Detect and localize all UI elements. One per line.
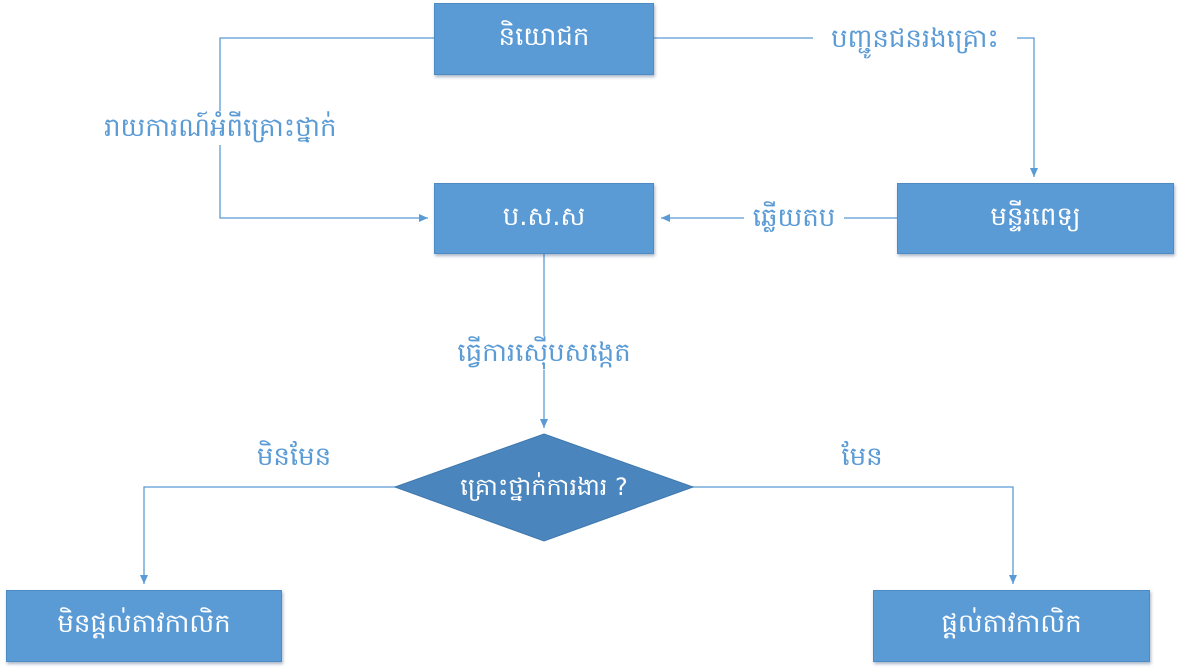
decision-diamond	[393, 433, 695, 542]
compensation-label: ផ្តល់តាវកាលិក	[941, 609, 1082, 639]
nssf-box: ប.ស.ស	[434, 183, 654, 254]
no-compensation-label: មិនផ្តល់តាវកាលិក	[57, 609, 231, 639]
edge-decision-to-no	[140, 486, 396, 584]
edge-label-yes: មែន	[841, 442, 883, 472]
edge-decision-to-yes	[692, 486, 1017, 584]
hospital-box: មន្ទីរពេទ្យ	[897, 183, 1174, 254]
hospital-label: មន្ទីរពេទ្យ	[990, 201, 1081, 232]
employer-label: និយោជក	[498, 22, 590, 52]
employer-box: និយោជក	[434, 3, 654, 75]
compensation-box: ផ្តល់តាវកាលិក	[873, 590, 1150, 662]
edge-employer-to-hospital	[654, 37, 1038, 177]
edge-label-no: មិនមែន	[256, 442, 332, 472]
nssf-label: ប.ស.ស	[502, 201, 586, 232]
edge-label-send-victim: បញ្ជូនជនរងគ្រោះ	[813, 22, 1017, 56]
edge-label-report-accident: រាយការណ៍អំពីគ្រោះថ្នាក់	[104, 111, 337, 145]
edge-label-investigate: ធ្វើការស៊ើបសង្កេត	[444, 336, 644, 370]
no-compensation-box: មិនផ្តល់តាវកាលិក	[6, 590, 282, 662]
edge-label-reply: ឆ្លើយតប	[744, 201, 844, 235]
decision-label: គ្រោះថ្នាក់ការងារ ?	[460, 473, 628, 501]
